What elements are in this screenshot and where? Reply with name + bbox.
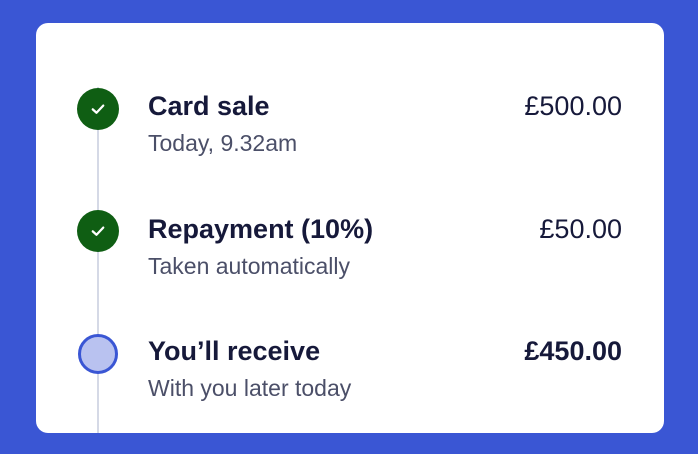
step-subtitle: With you later today [148,375,352,401]
pending-circle-icon [78,334,118,374]
step-amount: £500.00 [524,91,622,121]
timeline-step-repayment: Repayment (10%) Taken automatically £50.… [36,210,664,302]
payment-timeline-card: Card sale Today, 9.32am £500.00 Repaymen… [36,23,664,433]
step-title: Card sale [148,91,270,121]
timeline-connector [97,87,99,433]
check-icon [77,88,119,130]
step-amount: £450.00 [524,336,622,366]
step-title: You’ll receive [148,336,321,366]
check-icon [77,210,119,252]
step-title: Repayment (10%) [148,214,374,244]
step-subtitle: Today, 9.32am [148,130,298,156]
timeline-step-card-sale: Card sale Today, 9.32am £500.00 [36,88,664,179]
step-subtitle: Taken automatically [148,253,350,279]
step-amount: £50.00 [539,214,622,244]
timeline-step-receive: You’ll receive With you later today £450… [36,334,664,424]
